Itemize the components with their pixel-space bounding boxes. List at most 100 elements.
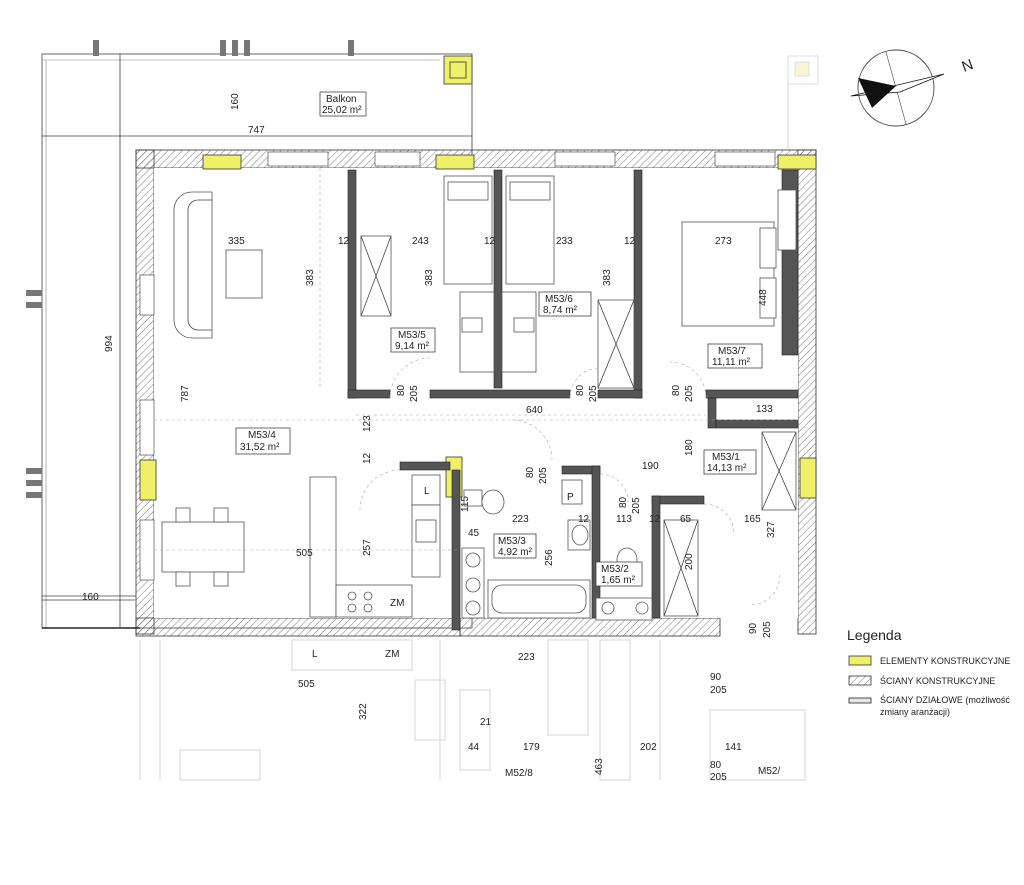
room-area-m53-6: 8,74 m² xyxy=(543,305,578,316)
dim-label: 256 xyxy=(544,549,555,566)
ghost-label: L xyxy=(312,649,318,660)
dim-label: 65 xyxy=(680,514,692,525)
dim-label: 90 xyxy=(748,622,759,634)
structural-element xyxy=(777,154,817,170)
dim-label: 205 xyxy=(409,385,420,402)
ghost-label: 205 xyxy=(710,772,727,783)
ghost-label: 21 xyxy=(480,717,492,728)
dim-label: 787 xyxy=(180,385,191,402)
room-area-m53-1: 14,13 m² xyxy=(707,463,747,474)
dim-label: 383 xyxy=(305,269,316,286)
dim-label: 190 xyxy=(642,461,659,472)
dim-label: 12 xyxy=(578,514,590,525)
legend-swatch-structural xyxy=(848,655,872,666)
ghost-label: 179 xyxy=(523,742,540,753)
legend-label-structural: ELEMENTY KONSTRUKCYJNE xyxy=(880,656,1010,666)
microwave-label: ZM xyxy=(390,598,404,609)
door-swings xyxy=(154,168,798,606)
ghost-label: 322 xyxy=(358,703,369,720)
dim-label: 115 xyxy=(460,496,471,512)
dim-label: 180 xyxy=(684,439,695,456)
ghost-label: 505 xyxy=(298,679,315,690)
furniture xyxy=(161,175,797,621)
dim-label: 640 xyxy=(526,405,543,416)
dim-label: 12 xyxy=(624,236,636,247)
dim-label: 205 xyxy=(684,385,695,402)
dim-label: 223 xyxy=(512,514,529,525)
dim-label: 383 xyxy=(424,269,435,286)
room-area-m53-3: 4,92 m² xyxy=(498,547,533,558)
room-name-m53-3: M53/3 xyxy=(498,536,526,547)
ghost-label: 141 xyxy=(725,742,742,753)
dim-label: 113 xyxy=(616,514,632,525)
ghost-label: 202 xyxy=(640,742,657,753)
dim-label: 233 xyxy=(556,236,573,247)
dimension-labels: 747 160 994 160 335 12 243 12 233 12 273… xyxy=(82,93,777,638)
ghost-label: 223 xyxy=(518,652,535,663)
dim-label: 133 xyxy=(756,404,773,415)
dim-label: 165 xyxy=(744,514,761,525)
ghost-label: 80 xyxy=(710,760,722,771)
ghost-label: ZM xyxy=(385,649,399,660)
dim-label: 335 xyxy=(228,236,245,247)
room-name-m53-7: M53/7 xyxy=(718,346,746,357)
dim-label: 123 xyxy=(362,415,373,432)
ghost-label: M52/8 xyxy=(505,768,533,779)
balcony: Balkon 25,02 m² xyxy=(26,40,473,629)
dim-label: 80 xyxy=(396,384,407,396)
room-name-m53-1: M53/1 xyxy=(712,452,740,463)
room-labels: M53/4 31,52 m² M53/5 9,14 m² M53/6 8,74 … xyxy=(235,291,763,609)
room-name-m53-4: M53/4 xyxy=(248,430,276,441)
neighbor-ghost xyxy=(787,55,819,150)
dim-label: 12 xyxy=(338,236,350,247)
structural-element xyxy=(799,457,817,499)
dim-label: 12 xyxy=(362,452,373,464)
legend-title: Legenda xyxy=(847,627,902,643)
dim-label: 160 xyxy=(230,93,241,110)
room-area-m53-2: 1,65 m² xyxy=(601,575,636,586)
dim-label: 243 xyxy=(412,236,429,247)
dim-label: 80 xyxy=(671,384,682,396)
ghost-label: 44 xyxy=(468,742,480,753)
room-name-m53-2: M53/2 xyxy=(601,564,629,575)
lower-floor-ghost: L ZM 505 322 223 90 205 179 202 141 463 … xyxy=(139,639,806,783)
room-area-m53-4: 31,52 m² xyxy=(240,442,280,453)
structural-element xyxy=(202,154,242,170)
compass-north-label: N xyxy=(960,56,976,76)
dim-label: 273 xyxy=(715,236,732,247)
legend-label-load-bearing: ŚCIANY KONSTRUKCYJNE xyxy=(880,675,995,686)
ghost-label: 463 xyxy=(594,758,605,775)
dim-label: 200 xyxy=(684,553,695,570)
legend-swatch-partition xyxy=(848,697,872,704)
room-area-balkon: 25,02 m² xyxy=(322,105,362,116)
dim-label: 12 xyxy=(649,514,661,525)
legend-label-partition-line1: ŚCIANY DZIAŁOWE (możliwość xyxy=(880,694,1010,705)
dim-label: 257 xyxy=(362,539,373,556)
legend-label-partition-line2: zmiany aranżacji) xyxy=(880,707,950,717)
ghost-label: 90 xyxy=(710,672,722,683)
room-area-m53-5: 9,14 m² xyxy=(395,341,430,352)
dim-label: 205 xyxy=(762,621,773,638)
dim-label: 448 xyxy=(758,289,769,306)
room-name-m53-6: M53/6 xyxy=(545,294,573,305)
dim-label: 160 xyxy=(82,592,99,603)
fridge-label: L xyxy=(424,486,430,497)
dim-label: 747 xyxy=(248,125,265,136)
room-area-m53-7: 11,11 m² xyxy=(712,357,751,368)
dim-label: 12 xyxy=(484,236,496,247)
structural-element xyxy=(139,459,157,501)
dim-label: 80 xyxy=(618,496,629,508)
room-name-balkon: Balkon xyxy=(326,94,357,105)
dim-label: 45 xyxy=(468,528,480,539)
dimension-lines xyxy=(42,54,706,628)
legend-swatch-load-bearing xyxy=(848,675,872,686)
dim-label: 205 xyxy=(588,385,599,402)
ghost-label: 205 xyxy=(710,685,727,696)
compass-rose: N xyxy=(850,49,976,127)
legend: Legenda ELEMENTY KONSTRUKCYJNE ŚCIANY KO… xyxy=(847,627,1010,717)
room-name-m53-5: M53/5 xyxy=(398,330,426,341)
structural-element xyxy=(435,154,475,170)
dim-label: 205 xyxy=(538,467,549,484)
pantry-label: P xyxy=(567,492,574,503)
